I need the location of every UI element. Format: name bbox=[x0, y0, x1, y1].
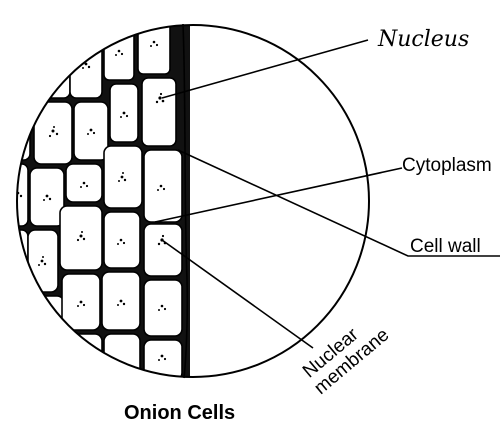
diagram-title: Onion Cells bbox=[124, 402, 235, 424]
nucleus-mark bbox=[16, 124, 23, 134]
label-cytoplasm: Cytoplasm bbox=[402, 155, 492, 176]
nucleus-mark bbox=[14, 257, 21, 264]
nucleus-mark bbox=[48, 77, 56, 82]
label-cell-wall: Cell wall bbox=[410, 236, 481, 257]
label-nucleus: Nucleus bbox=[377, 27, 469, 52]
nucleus-mark bbox=[43, 322, 50, 329]
